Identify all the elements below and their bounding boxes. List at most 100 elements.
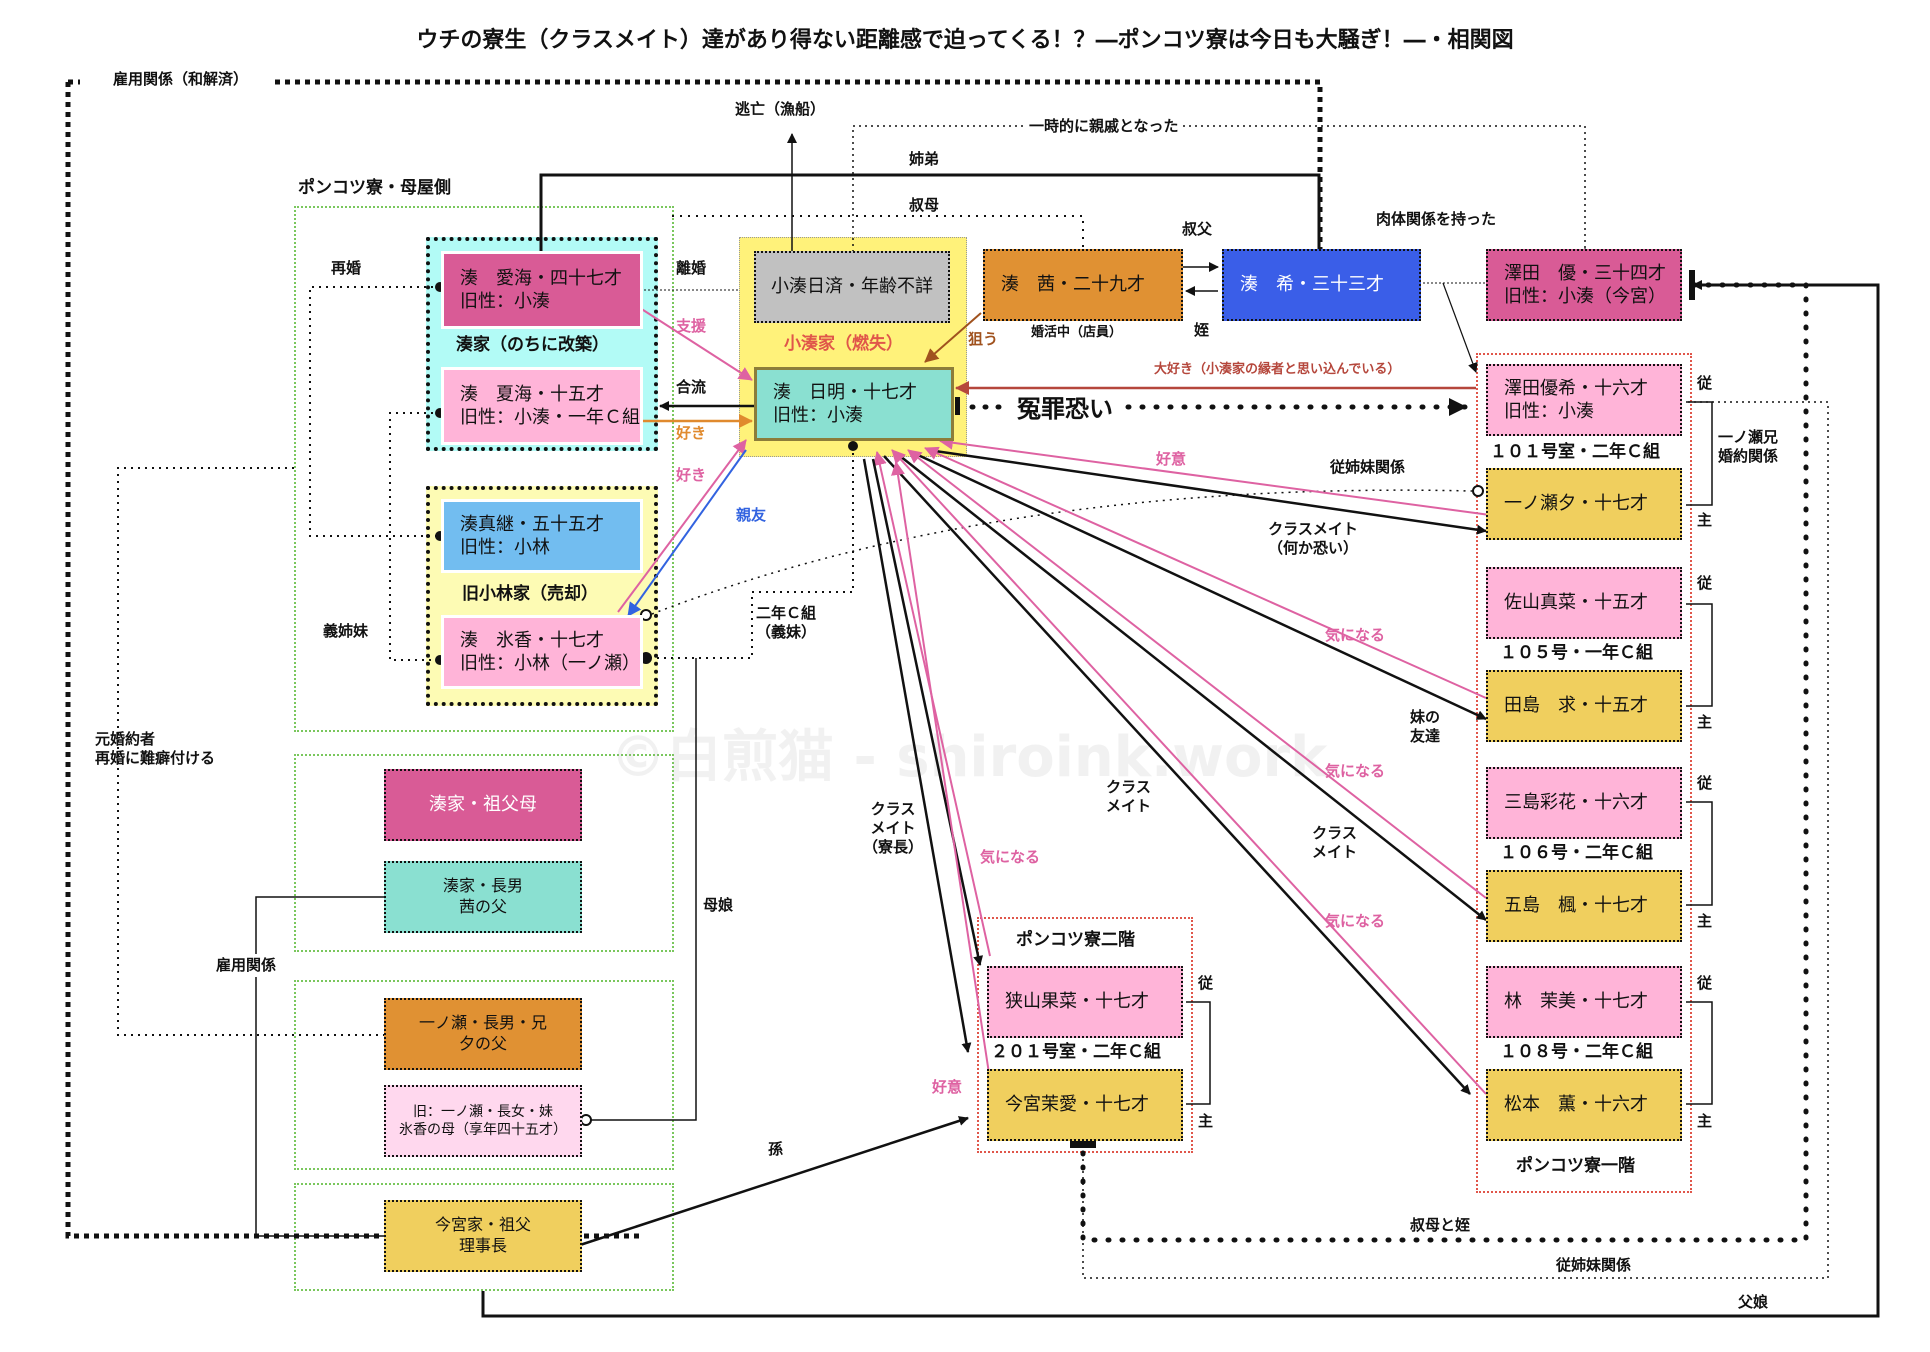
- zone-main-house: [294, 206, 674, 732]
- node-sayama-kana[interactable]: 狭山果菜・十七才: [987, 966, 1183, 1038]
- label-favor-yu: 好意: [1156, 450, 1187, 468]
- line-temp-relatives: [852, 125, 1586, 258]
- label-curious-sayama: 気になる: [980, 848, 1041, 866]
- zone-label-first-floor: ポンコツ寮一階: [1516, 1156, 1635, 1176]
- label-class2c-sister: 二年Ｃ組 （義妹）: [756, 604, 817, 641]
- node-sayama-mana[interactable]: 佐山真菜・十五才: [1486, 567, 1682, 639]
- tag-follower-101: 従: [1697, 374, 1713, 392]
- tag-master-101: 主: [1697, 511, 1713, 529]
- room-106: １０６号・二年Ｃ組: [1500, 843, 1653, 863]
- label-false-charge: 冤罪恐い: [1017, 395, 1113, 423]
- tag-follower-108: 従: [1697, 974, 1713, 992]
- node-hizumi[interactable]: 小湊日済・年齢不詳: [754, 251, 950, 323]
- node-nozomi[interactable]: 湊 希・三十三才: [1222, 249, 1421, 321]
- node-natsumi[interactable]: 湊 夏海・十五才 旧性：小湊・一年Ｃ組: [441, 367, 643, 445]
- node-sawada-yu[interactable]: 澤田 優・三十四才 旧性：小湊（今宮）: [1486, 249, 1682, 321]
- node-tajima[interactable]: 田島 求・十五才: [1486, 670, 1682, 742]
- node-grandparents[interactable]: 湊家・祖父母: [384, 769, 582, 841]
- label-curious-tajima: 気になる: [1325, 626, 1386, 644]
- tag-master-201: 主: [1198, 1112, 1214, 1130]
- label-aim: 狙う: [968, 330, 999, 348]
- node-eldest-son[interactable]: 湊家・長男 茜の父: [384, 861, 582, 933]
- node-goshima[interactable]: 五島 楓・十七才: [1486, 870, 1682, 942]
- room-108: １０８号・二年Ｃ組: [1500, 1042, 1653, 1062]
- label-classmate-goshima: クラス メイト: [1106, 778, 1152, 815]
- tag-follower-106: 従: [1697, 774, 1713, 792]
- zone-label-minato: 湊家（のちに改築）: [456, 335, 609, 355]
- node-sawada-yuki[interactable]: 澤田優希・十六才 旧性：小湊: [1486, 364, 1682, 436]
- tag-master-108: 主: [1697, 1112, 1713, 1130]
- room-101: １０１号室・二年Ｃ組: [1490, 442, 1660, 462]
- line-step-sisters: [389, 412, 440, 661]
- line-support: [639, 307, 753, 381]
- label-curious-goshima: 気になる: [1325, 762, 1386, 780]
- label-konkatsu: 婚活中（店員）: [1031, 325, 1123, 340]
- line-like-hyoka: [617, 439, 747, 613]
- label-sister-friend: 妹の 友達: [1410, 708, 1441, 745]
- line-ex-fiance: [117, 467, 384, 1036]
- label-temp-relatives: 一時的に親戚となった: [1025, 117, 1183, 136]
- line-aunt: [672, 215, 1084, 250]
- label-remarriage: 再婚: [331, 259, 362, 277]
- label-uncle: 叔父: [1182, 220, 1213, 238]
- line-class2c-sister: [656, 446, 854, 659]
- label-curious-matsumoto: 気になる: [1325, 912, 1386, 930]
- node-hiaki[interactable]: 湊 日明・十七才 旧性：小湊: [754, 367, 954, 441]
- node-ichinose-yu[interactable]: 一ノ瀬夕・十七才: [1486, 468, 1682, 540]
- classmate-lines: [862, 435, 1491, 1095]
- zone-label-kominato: 小湊家（燃失）: [784, 334, 903, 354]
- line-cousin-bottom: [1082, 401, 1829, 1279]
- zone-label-kobayashi: 旧小林家（売却）: [462, 584, 598, 604]
- zone-ichinose-elders: [294, 980, 674, 1170]
- line-classmate-sayama: [871, 458, 984, 966]
- line-remarriage: [309, 286, 440, 537]
- label-escape: 逃亡（漁船）: [735, 100, 826, 118]
- label-employment-settled: 雇用関係（和解済）: [110, 70, 252, 89]
- node-hayashi[interactable]: 林 茉美・十七才: [1486, 966, 1682, 1038]
- label-merge: 合流: [676, 378, 707, 396]
- diagram-title: ウチの寮生（クラスメイト）達があり得ない距離感で迫ってくる！？―ポンコツ寮は今日…: [416, 28, 1514, 53]
- label-best-friend: 親友: [736, 506, 767, 524]
- room-brackets: [1186, 401, 1713, 1105]
- node-akane[interactable]: 湊 茜・二十九才: [983, 249, 1183, 321]
- tag-master-106: 主: [1697, 912, 1713, 930]
- node-aimi[interactable]: 湊 愛海・四十七才 旧性：小湊: [441, 251, 643, 329]
- label-divorce: 離婚: [676, 259, 707, 277]
- label-cousin-2: 従姉妹関係: [1556, 1256, 1632, 1274]
- tag-follower-105: 従: [1697, 574, 1713, 592]
- label-father-daughter: 父娘: [1738, 1293, 1769, 1311]
- label-siblings: 姉弟: [909, 150, 940, 168]
- line-cousin-hyoka-yu: [651, 489, 1473, 615]
- room-105: １０５号・一年Ｃ組: [1500, 643, 1653, 663]
- zone-first-floor: [1476, 353, 1692, 1193]
- line-classmate-tajima: [917, 453, 1487, 721]
- label-support: 支援: [676, 317, 707, 335]
- label-niece: 姪: [1194, 321, 1210, 339]
- watermark: ©白煎猫 - shiroink.work: [610, 725, 1328, 790]
- label-ex-fiance: 元婚約者 再婚に難癖付ける: [95, 730, 216, 767]
- line-curious-goshima: [907, 449, 1487, 899]
- line-aim: [924, 312, 982, 363]
- node-imamiya-grandfather[interactable]: 今宮家・祖父 理事長: [384, 1200, 582, 1272]
- line-classmate-yu: [934, 449, 1487, 535]
- node-matsumoto[interactable]: 松本 薫・十六才: [1486, 1069, 1682, 1141]
- node-masatsugu[interactable]: 湊真継・五十五才 旧性：小林: [441, 499, 643, 573]
- label-step-sisters: 義姉妹: [323, 622, 369, 640]
- line-curious-matsumoto: [891, 449, 1487, 1095]
- line-siblings: [539, 173, 1321, 256]
- node-ichinose-son[interactable]: 一ノ瀬・長男・兄 夕の父: [384, 998, 582, 1070]
- label-classmate-matsumoto: クラス メイト: [1312, 824, 1358, 861]
- line-mother-daughter: [590, 658, 697, 1121]
- node-ichinose-daughter[interactable]: 旧：一ノ瀬・長女・妹 氷香の母（享年四十五才）: [384, 1085, 582, 1157]
- label-mother-daughter: 母娘: [703, 896, 734, 914]
- node-hyoka[interactable]: 湊 氷香・十七才 旧性：小林（一ノ瀬）: [441, 615, 643, 689]
- node-mishima[interactable]: 三島彩花・十六才: [1486, 767, 1682, 839]
- label-employment: 雇用関係: [216, 954, 277, 977]
- line-classmate-goshima: [899, 455, 1487, 921]
- label-cousin-1: 従姉妹関係: [1330, 458, 1406, 476]
- label-aunt: 叔母: [909, 196, 940, 214]
- line-employment-settled: [65, 79, 1323, 1239]
- node-imamiya-mana[interactable]: 今宮茉愛・十七才: [987, 1069, 1183, 1141]
- line-aunt-niece: [1080, 282, 1809, 1243]
- label-favor-imamiya: 好意: [932, 1078, 963, 1096]
